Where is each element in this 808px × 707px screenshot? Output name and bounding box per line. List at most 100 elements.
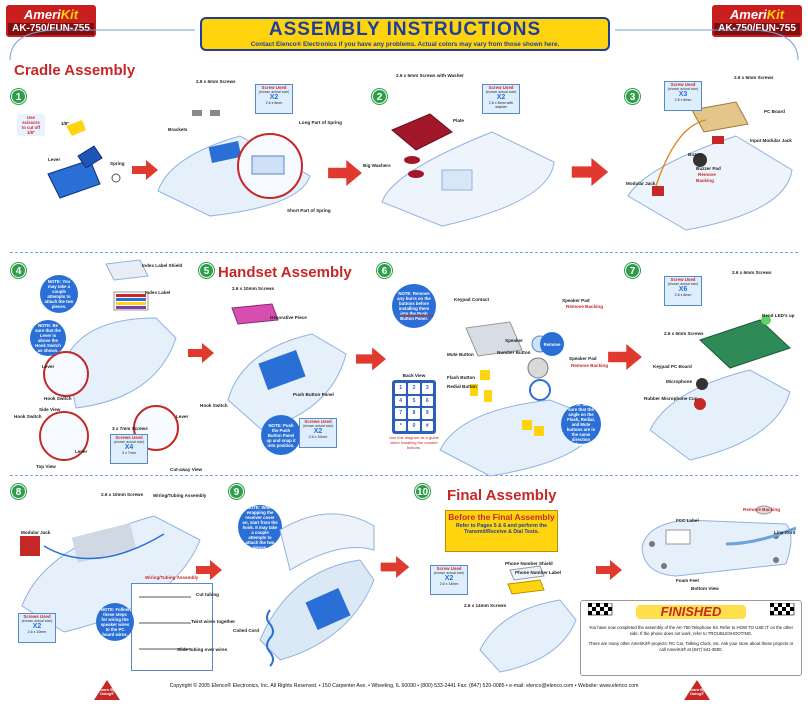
label-screws-left: 2.6 x 6mm Screws: [664, 331, 704, 336]
screw-used-box: Screws Used (shown actual size) X4 3 x 7…: [110, 434, 148, 464]
label-coiled-cord: Coiled Cord: [233, 628, 260, 633]
label-plate: Plate: [453, 118, 464, 123]
keypad-key: 1: [395, 383, 407, 394]
screw-size: 3 x 7mm: [122, 451, 136, 455]
phone-label-illustration: [479, 565, 577, 673]
keypad-key: *: [395, 420, 407, 431]
keypad-speaker-illustration: [439, 321, 601, 477]
label-backing: Backing: [696, 178, 714, 183]
label-cutaway: Cut-away View: [170, 467, 203, 472]
checkered-flag-icon: [588, 603, 613, 616]
arrow-right-icon: [596, 560, 622, 580]
arrow-right-icon: [188, 343, 214, 363]
label-big-washers: Big Washers: [363, 163, 391, 168]
screw-used-title: Screws Used: [23, 614, 51, 619]
step-badge-5: 5: [199, 263, 214, 278]
label-pc-board: PC Board: [764, 109, 785, 114]
label-modular-jack: Modular Jack: [626, 181, 656, 186]
screw-used-title: Screw Used: [261, 85, 287, 90]
screw-qty: X2: [444, 575, 454, 582]
label-index-shield: Index Label Shield: [142, 263, 183, 268]
learn-by-doing-text: Learn By Doing®: [688, 688, 706, 696]
keypad-key: 5: [408, 395, 420, 406]
label-number-button: Number Button: [497, 350, 531, 355]
label-hook-switch: Hook Switch: [44, 396, 72, 401]
step-badge-8: 8: [11, 484, 26, 499]
amerikit-logo-left: AmeriKit AK-750/FUN-755: [6, 5, 96, 37]
pc-board-illustration: [627, 101, 793, 231]
screw-used-sub: (shown actual size): [21, 619, 53, 623]
keypad-key: 7: [395, 408, 407, 419]
screw-used-title: Screws Used: [115, 435, 143, 440]
label-screws: 2.6 x 6mm Screws: [196, 79, 236, 84]
lever-spring-illustration: [47, 120, 121, 199]
screw-size: 2.6 x 6mm: [674, 293, 692, 297]
step-badge-2: 2: [372, 89, 387, 104]
finished-banner: FINISHED: [636, 605, 746, 619]
learn-by-doing-badge: Learn By Doing®: [94, 680, 120, 700]
receiver-cover-illustration: [259, 513, 375, 667]
section-title-handset: Handset Assembly: [218, 264, 352, 281]
label-remove-burrs: Remove Burrs: [402, 313, 434, 318]
screw-used-sub: (shown actual size): [113, 440, 145, 444]
screw-used-title: Screws Used: [304, 419, 332, 424]
keypad-key: 4: [395, 395, 407, 406]
checkered-flag-icon: [770, 603, 795, 616]
push-button-panel-illustration: [227, 303, 347, 431]
label-index-label: Index Label: [145, 290, 171, 295]
label-mic-cup: Rubber Microphone Cup: [644, 396, 698, 401]
label-screws: 2.6 x 10mm Screws: [232, 286, 275, 291]
note-attach: NOTE: You may take a couple attempts to …: [40, 275, 78, 313]
screw-used-title: Screw Used: [670, 277, 696, 282]
arrow-right-icon: [608, 344, 642, 370]
screw-qty: X4: [124, 444, 134, 451]
label-back-view: Back View: [402, 373, 426, 378]
label-long-spring: Long Part of Spring: [299, 120, 342, 125]
section-divider: [10, 252, 798, 253]
label-brackets: Brackets: [168, 127, 188, 132]
label-buzzer-pad: Buzzer Pad: [696, 166, 721, 171]
screw-used-sub: (shown actual size): [302, 424, 334, 428]
back-view-keypad: Back View 1 2 3 4 5 6 7 8 9 * 0 # Use th…: [387, 373, 441, 450]
label-speaker-pad: Speaker Pad: [562, 298, 590, 303]
label-flash-button: Flash Button: [447, 375, 476, 380]
title-banner: ASSEMBLY INSTRUCTIONS Contact Elenco® El…: [200, 17, 610, 51]
screw-used-sub: (shown actual size): [258, 90, 290, 94]
screw-qty: X2: [269, 94, 279, 101]
step-badge-9: 9: [229, 484, 244, 499]
step-badge-7: 7: [625, 263, 640, 278]
screw-used-sub: (shown actual size): [667, 282, 699, 286]
label-speaker: Speaker: [505, 338, 523, 343]
label-lever: Lever: [48, 157, 61, 162]
section-divider: [10, 475, 798, 476]
keypad-pc-board-illustration: [649, 315, 791, 461]
keypad-grid: 1 2 3 4 5 6 7 8 9 * 0 #: [392, 380, 436, 434]
label-side-view: Side View: [39, 407, 61, 412]
label-spring: Spring: [110, 161, 125, 166]
label-line-cord: Line Cord: [774, 530, 796, 535]
wiring-steps-panel: [131, 583, 213, 671]
finished-line-2: There are many other AmeriKit® projects:…: [588, 641, 794, 652]
keypad-key: 0: [408, 420, 420, 431]
screw-used-title: Screw Used: [436, 566, 462, 571]
label-remove: Remove: [698, 172, 716, 177]
label-buzzer: Buzzer: [688, 152, 704, 157]
label-phone-shield: Phone Number Shield: [505, 561, 553, 566]
section-title-final: Final Assembly: [447, 487, 557, 504]
brand-suffix: Kit: [766, 7, 785, 22]
label-modular-jack: Modular Jack: [21, 530, 51, 535]
before-body: Refer to Pages 5 & 6 and perform the Tra…: [455, 523, 548, 535]
screw-qty: X3: [678, 91, 688, 98]
model-label: AK-750/FUN-755: [8, 23, 94, 35]
step-badge-4: 4: [11, 263, 26, 278]
section-title-cradle: Cradle Assembly: [14, 62, 136, 79]
base-plate-illustration: [381, 113, 555, 227]
screw-size: 2.6 x 10mm: [27, 630, 47, 634]
screw-used-title: Screw Used: [488, 85, 514, 90]
screw-used-sub: (shown actual size): [485, 90, 517, 94]
page-title: ASSEMBLY INSTRUCTIONS: [268, 19, 542, 40]
label-deco: Decorative Piece: [270, 315, 307, 320]
label-phone-label: Phone Number Label: [515, 570, 561, 575]
label-remove-backing-2: Remove Backing: [571, 363, 609, 368]
